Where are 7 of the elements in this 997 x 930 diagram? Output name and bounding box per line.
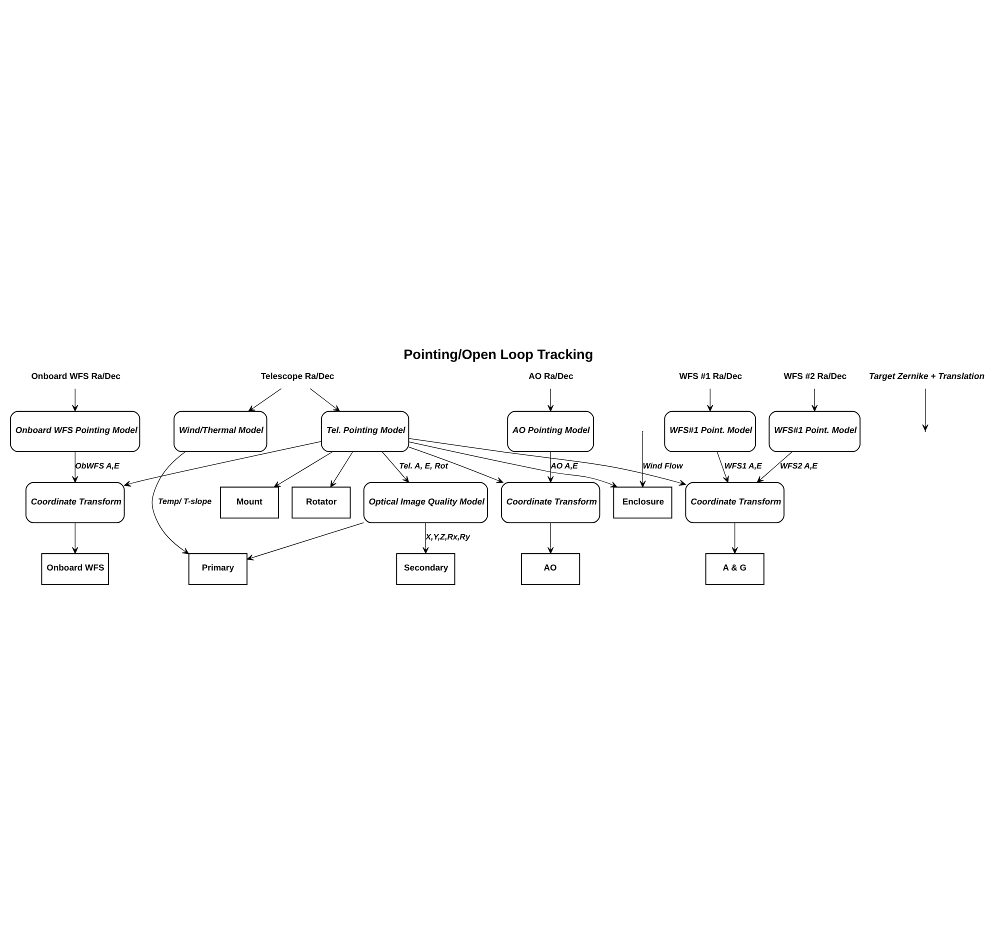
node-text: Onboard WFS Ra/Dec [31, 370, 120, 381]
node-text: WFS #2 Ra/Dec [784, 370, 847, 381]
node-text: Telescope Ra/Dec [260, 370, 334, 381]
node-text: Target Zernike + Translation [869, 370, 985, 381]
diagram-title: Pointing/Open Loop Tracking [404, 346, 594, 362]
node-text: WFS #1 Ra/Dec [679, 370, 742, 381]
node-text: AO Ra/Dec [528, 370, 574, 381]
